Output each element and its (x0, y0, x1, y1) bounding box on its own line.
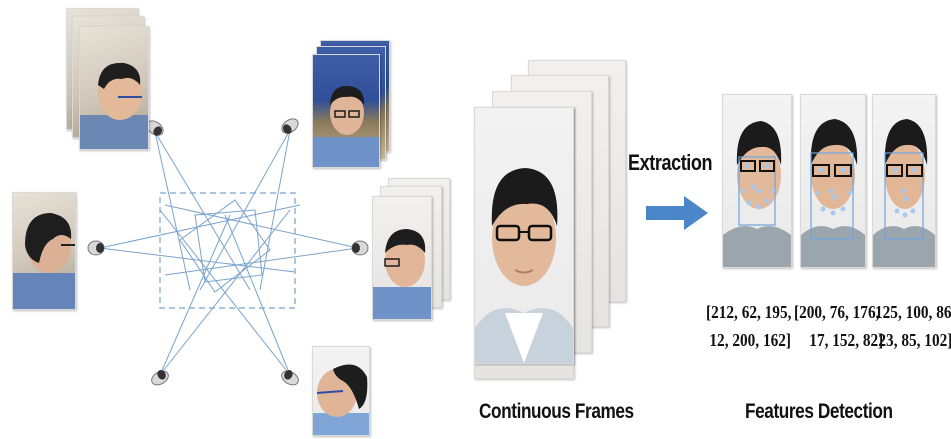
camera-ray-diagram (87, 118, 369, 386)
photo-top-right-view (312, 54, 380, 168)
feature-face-2 (800, 94, 866, 268)
person-back-left-image (13, 213, 75, 309)
features-detection-label: Features Detection (745, 400, 893, 423)
camera-bottom-right (281, 369, 299, 386)
photo-left-view (12, 192, 76, 310)
extraction-label: Extraction (628, 150, 713, 175)
feature-vector-3-line-2: 23, 85, 102] (878, 330, 951, 350)
capture-area-dashed-box (159, 192, 296, 309)
continuous-frames-label: Continuous Frames (479, 400, 634, 423)
person-back-right-image (313, 364, 369, 435)
detected-face-1-image (723, 121, 791, 267)
feature-vector-2-line-2: 17, 152, 82] (809, 330, 884, 350)
feature-vector-1: [212, 62, 195, 12, 200, 162] (706, 298, 791, 354)
feature-vector-1-line-2: 12, 200, 162] (709, 330, 791, 350)
person-profile-left-image (373, 229, 431, 319)
detected-face-2-image (801, 119, 865, 267)
feature-vector-3: 125, 100, 86, 23, 85, 102] (875, 298, 951, 354)
continuous-frame-face-image (475, 168, 573, 363)
camera-top-right (281, 118, 299, 134)
camera-left (87, 240, 105, 256)
extraction-arrow-icon (646, 196, 708, 230)
camera-rays (99, 129, 359, 376)
feature-vector-2-line-1: [200, 76, 176, (794, 302, 880, 322)
feature-face-1 (722, 94, 792, 268)
frame-front (474, 107, 574, 364)
feature-face-3 (872, 94, 936, 268)
feature-vector-3-line-1: 125, 100, 86, (875, 302, 951, 322)
camera-bottom-left (151, 369, 169, 386)
person-front-classroom-image (313, 85, 379, 167)
detected-face-3-image (873, 119, 935, 267)
photo-bottom-right-view (312, 346, 370, 436)
camera-right (351, 240, 369, 256)
photo-top-left-view (79, 26, 149, 150)
feature-vector-2: [200, 76, 176, 17, 152, 82] (794, 298, 883, 354)
photo-right-view (372, 196, 432, 320)
person-profile-right-image (80, 62, 148, 149)
feature-vector-1-line-1: [212, 62, 195, (706, 302, 792, 322)
